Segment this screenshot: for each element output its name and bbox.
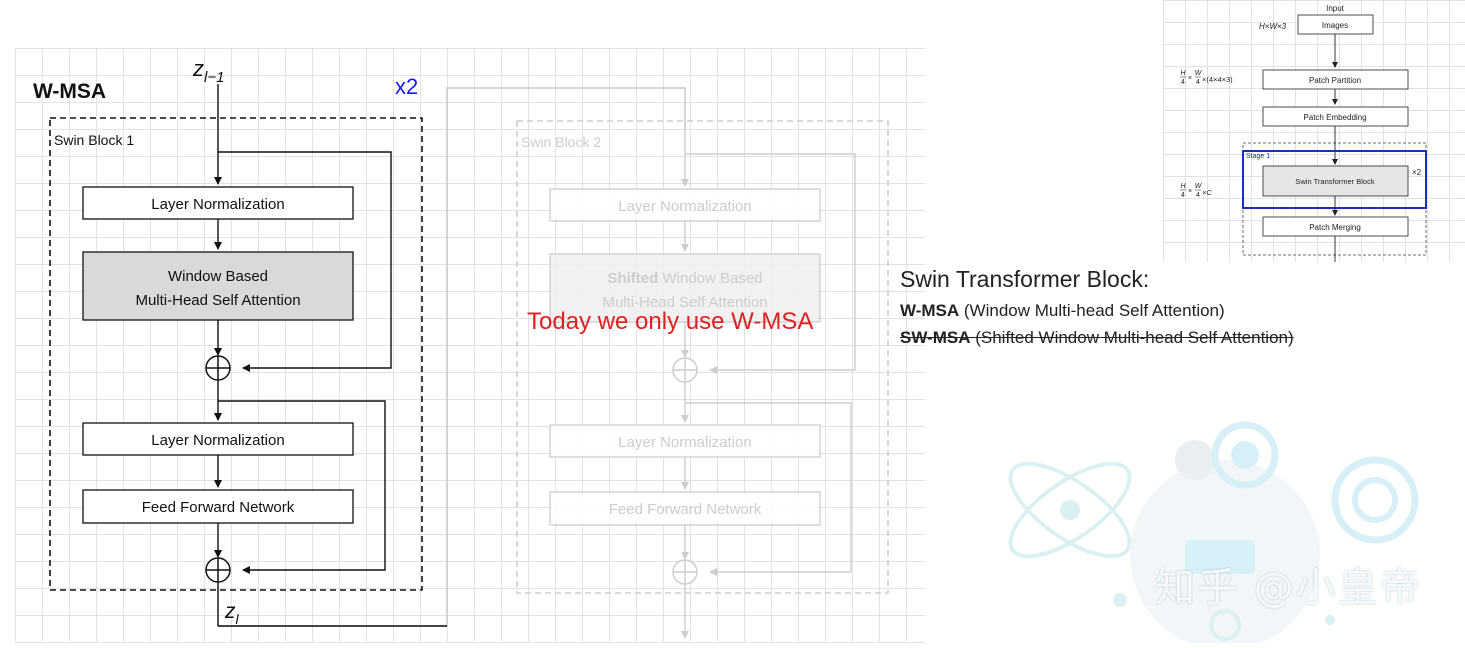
- swin-block-2-frame: [516, 120, 889, 594]
- shifted-attention-rest: Window Based: [658, 270, 762, 287]
- thumb-frac-w2: W: [1195, 183, 1203, 190]
- thumb-frac-h2: H: [1180, 183, 1186, 190]
- swin-block-2-label: Swin Block 2: [521, 134, 601, 150]
- svg-text:×: ×: [1188, 75, 1192, 82]
- swin-block-1-frame: [49, 117, 423, 591]
- window-attention-line2: Multi-Head Self Attention: [135, 292, 300, 309]
- overlay-note: Today we only use W-MSA: [527, 308, 813, 335]
- thumb-images-box: [1297, 14, 1374, 35]
- thumb-frac-d2: 4: [1196, 79, 1200, 86]
- notes-line-wmsa: W-MSA (Window Multi-head Self Attention): [900, 301, 1225, 321]
- stage-diagram: Input H×W×3 Images H 4 × W 4 ×(4×4×3) Pa…: [1180, 4, 1427, 262]
- thumb-input-label: Input: [1326, 4, 1345, 13]
- notes-line-swmsa: SW-MSA (Shifted Window Multi-head Self A…: [900, 328, 1294, 348]
- sw-layer-norm-2-label: Layer Normalization: [618, 434, 751, 451]
- layer-norm-2-label: Layer Normalization: [151, 432, 284, 449]
- robot-illustration: [1008, 421, 1419, 643]
- input-label: zl−1: [192, 56, 224, 86]
- thumb-patch-merging-label: Patch Merging: [1309, 223, 1361, 232]
- output-symbol: z: [224, 600, 236, 623]
- thumb-frac-d4: 4: [1196, 192, 1200, 199]
- residual-add-1: [205, 355, 231, 381]
- sw-layer-norm-1-label: Layer Normalization: [618, 198, 751, 215]
- thumb-dim1: H×W×3: [1259, 22, 1287, 31]
- output-subscript: l: [236, 611, 240, 627]
- thumb-frac-d3: 4: [1181, 192, 1185, 199]
- thumb-patch-partition-box: [1262, 69, 1409, 90]
- window-attention-line1: Window Based: [168, 268, 268, 285]
- notes-swmsa-desc: (Shifted Window Multi-head Self Attentio…: [970, 328, 1294, 347]
- thumb-patch-merging-box: [1262, 216, 1409, 237]
- notes-wmsa-term: W-MSA: [900, 301, 960, 320]
- layer-norm-2-box: [82, 422, 354, 456]
- thumb-patch-partition-label: Patch Partition: [1309, 76, 1361, 85]
- thumb-swin-block-label: Swin Transformer Block: [1295, 177, 1374, 186]
- svg-text:×: ×: [1188, 188, 1192, 195]
- notes-swmsa-term: SW-MSA: [900, 328, 971, 347]
- sw-ffn-label: Feed Forward Network: [609, 501, 762, 518]
- thumb-patch-embedding-box: [1262, 106, 1409, 127]
- thumb-dim2: H 4 × W 4 ×(4×4×3): [1180, 70, 1233, 86]
- window-attention-box: [82, 251, 354, 321]
- thumb-repeat: ×2: [1412, 168, 1422, 177]
- thumb-frac-w1: W: [1195, 70, 1203, 77]
- layer-norm-1-label: Layer Normalization: [151, 196, 284, 213]
- thumb-images-label: Images: [1322, 21, 1348, 30]
- output-label: zl: [224, 600, 240, 627]
- diagram-canvas: W-MSA x2 zl−1 Swin Block 1 Layer Normali…: [15, 48, 925, 643]
- diagram-title: W-MSA: [33, 80, 106, 103]
- sw-ffn-box: [549, 491, 821, 526]
- thumb-dim3-rest: ×C: [1202, 188, 1212, 197]
- shifted-attention-box: [549, 253, 821, 323]
- shifted-attention-bold: Shifted: [607, 270, 658, 287]
- thumb-stage-dashed: [1242, 142, 1427, 256]
- thumb-frac-h1: H: [1180, 70, 1186, 77]
- notes-title: Swin Transformer Block:: [900, 266, 1150, 292]
- layer-norm-1-box: [82, 186, 354, 220]
- thumb-stage-label: Stage 1: [1246, 153, 1270, 160]
- thumb-frac-d1: 4: [1181, 79, 1185, 86]
- thumb-dim2-rest: ×(4×4×3): [1202, 75, 1233, 84]
- residual-add-2: [205, 557, 231, 583]
- swin-block-1-label: Swin Block 1: [54, 132, 134, 148]
- ffn-label: Feed Forward Network: [142, 499, 295, 516]
- shifted-attention-line1: Shifted Window Based: [607, 270, 762, 287]
- swin-block-diagram: W-MSA x2 zl−1 Swin Block 1 Layer Normali…: [33, 56, 889, 639]
- ffn-box: [82, 489, 354, 524]
- notes-wmsa-desc: (Window Multi-head Self Attention): [959, 301, 1225, 320]
- thumb-swin-block-box: [1262, 165, 1409, 197]
- stage-thumbnail: Input H×W×3 Images H 4 × W 4 ×(4×4×3) Pa…: [1163, 0, 1465, 262]
- thumb-stage-box: [1242, 150, 1427, 209]
- swin-block-2: Swin Block 2 Layer Normalization Shifted…: [516, 120, 889, 639]
- thumb-patch-embedding-label: Patch Embedding: [1303, 113, 1366, 122]
- repeat-count: x2: [395, 74, 418, 99]
- shifted-attention-line2: Multi-Head Self Attention: [602, 294, 767, 311]
- sw-residual-add-1: [672, 357, 698, 383]
- watermark: 知乎 @小皇帝: [1155, 565, 1422, 611]
- input-subscript: l−1: [204, 69, 224, 86]
- input-symbol: z: [192, 56, 204, 81]
- sw-residual-add-2: [672, 559, 698, 585]
- thumb-dim3: H 4 × W 4 ×C: [1180, 183, 1212, 199]
